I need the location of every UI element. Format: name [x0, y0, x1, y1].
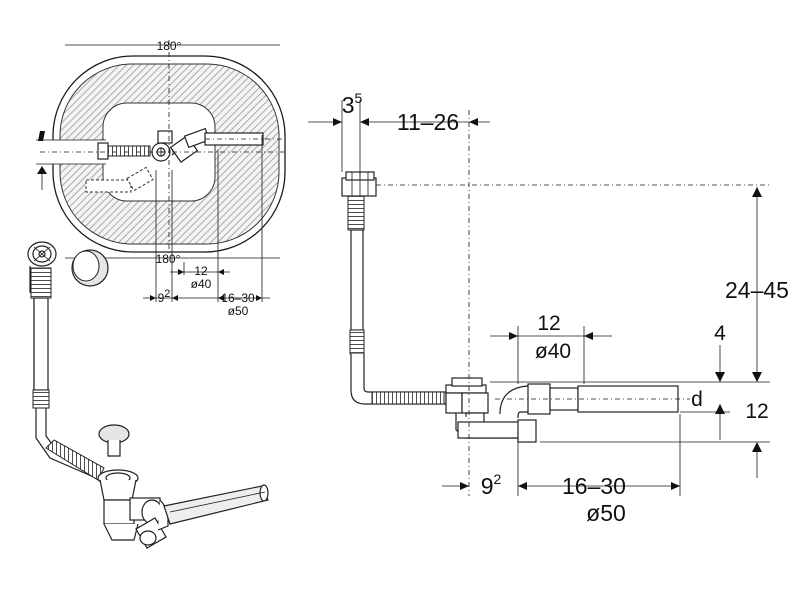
top-dim-12: 12: [194, 264, 208, 278]
svg-text:35: 35: [342, 90, 363, 118]
side-view: 35 11–26 24–45 12 ø40 4 d 12: [308, 90, 789, 526]
top-dim-d50: ø50: [228, 304, 249, 318]
overflow-pipe: [33, 297, 49, 391]
outlet-pipe-iso: [163, 485, 269, 525]
angle-top-label: 180°: [157, 39, 182, 53]
side-dim-9-sup: 2: [494, 471, 502, 487]
side-dim-d40: ø40: [535, 340, 571, 363]
flex-hose-side: [371, 391, 445, 405]
side-dim-9: 9: [481, 473, 494, 499]
top-dim-16-30: 16–30: [221, 291, 255, 305]
flex-hose: [45, 439, 105, 481]
side-dim-d: d: [691, 388, 703, 411]
side-dim-d50: ø50: [586, 500, 626, 526]
side-dim-3: 3: [342, 92, 355, 118]
svg-text:92: 92: [158, 288, 171, 305]
overflow-flex-side: [347, 195, 365, 231]
side-dim-24-45: 24–45: [725, 277, 789, 303]
trap-body: [457, 421, 523, 439]
side-dim-4: 4: [714, 322, 726, 345]
top-dim-9-sup: 2: [164, 288, 170, 300]
top-view: 180° 180° 12 ø40 92 16–30 ø50: [36, 39, 286, 318]
side-dim-12-top: 12: [537, 312, 560, 335]
side-dim-12-right: 12: [745, 400, 768, 423]
overflow-head-top: [97, 142, 109, 160]
angle-bottom-label: 180°: [156, 252, 181, 266]
top-dim-9: 9: [158, 291, 165, 305]
overflow-tube-side: [350, 229, 364, 331]
overflow-flex-top: [30, 267, 52, 299]
side-dim-16-30: 16–30: [562, 473, 626, 499]
overflow-head: [341, 177, 377, 197]
svg-text:92: 92: [481, 471, 502, 499]
isometric-view: [27, 241, 269, 549]
side-dim-11-26: 11–26: [397, 109, 459, 135]
side-dim-3-sup: 5: [355, 90, 363, 106]
top-dim-d40: ø40: [191, 277, 212, 291]
flex-hose-top: [107, 145, 151, 157]
